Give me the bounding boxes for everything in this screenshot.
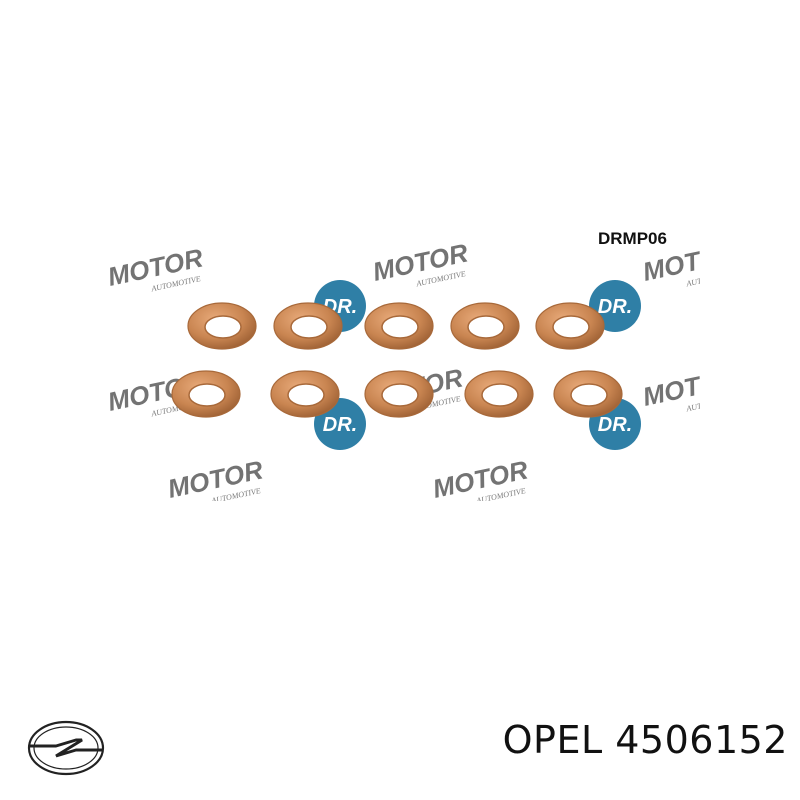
brand-part-label: OPEL 4506152 [503, 718, 788, 762]
badge-layer: DR.DR.DR.DR. [314, 280, 641, 450]
copper-washer [273, 302, 343, 350]
washer-layer [171, 302, 623, 418]
part-number: 4506152 [615, 718, 788, 762]
copper-washer [464, 370, 534, 418]
copper-washer [270, 370, 340, 418]
copper-washer [171, 370, 241, 418]
copper-washer [450, 302, 520, 350]
copper-washer [364, 302, 434, 350]
copper-washer [187, 302, 257, 350]
product-code: DRMP06 [598, 229, 667, 248]
svg-text:DR.: DR. [598, 296, 632, 318]
copper-washer [553, 370, 623, 418]
copper-washer [364, 370, 434, 418]
copper-washer [535, 302, 605, 350]
opel-logo-icon [26, 718, 106, 778]
brand-name: OPEL [502, 718, 603, 762]
svg-text:DR.: DR. [323, 414, 357, 436]
svg-text:DR.: DR. [598, 414, 632, 436]
